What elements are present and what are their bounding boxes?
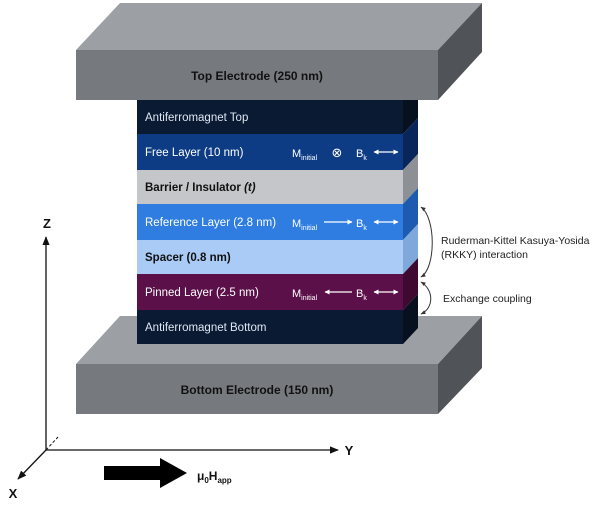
x-axis bbox=[17, 449, 47, 480]
rkky-label-line1: Ruderman-Kittel Kasuya-Yosida bbox=[441, 235, 590, 247]
reference-layer bbox=[137, 204, 403, 240]
y-axis-label: Y bbox=[345, 443, 354, 458]
applied-field-label: μ0Happ bbox=[197, 469, 232, 485]
bottom-electrode-side-face bbox=[438, 316, 482, 414]
spacer-layer bbox=[137, 240, 403, 274]
pinned-layer-label: Pinned Layer (2.5 nm) bbox=[145, 287, 259, 299]
pinned-b-k: Bk bbox=[356, 288, 367, 302]
pinned-layer-side bbox=[403, 258, 418, 310]
reference-layer-label: Reference Layer (2.8 nm) bbox=[145, 217, 276, 229]
coordinate-axes: Z Y X bbox=[9, 216, 354, 501]
rkky-curved-arrow-icon bbox=[420, 206, 433, 278]
x-axis-label: X bbox=[9, 486, 18, 501]
afm-bottom-side bbox=[403, 294, 418, 344]
reference-layer-side bbox=[403, 188, 418, 240]
bottom-electrode-label: Bottom Electrode (150 nm) bbox=[181, 383, 334, 397]
pinned-layer bbox=[137, 274, 403, 310]
free-layer-label: Free Layer (10 nm) bbox=[145, 147, 244, 159]
top-electrode-label: Top Electrode (250 nm) bbox=[191, 69, 323, 83]
barrier-label: Barrier / Insulator (t) bbox=[145, 182, 256, 194]
top-electrode-front-face bbox=[76, 50, 438, 100]
barrier-side bbox=[403, 154, 418, 204]
z-axis-label: Z bbox=[43, 216, 51, 231]
free-layer-magnetization: Minitial ⊗ Bk bbox=[292, 145, 399, 162]
barrier-label-main: Barrier / Insulator bbox=[145, 182, 244, 194]
barrier-label-t: (t) bbox=[244, 182, 256, 194]
reference-m-initial: Minitial bbox=[292, 218, 318, 232]
reference-layer-magnetization: Minitial Bk bbox=[292, 218, 399, 232]
free-m-initial: Minitial bbox=[292, 148, 318, 162]
top-electrode-side-face bbox=[438, 3, 482, 100]
reference-b-k: Bk bbox=[356, 218, 367, 232]
into-page-icon: ⊗ bbox=[332, 145, 343, 160]
exchange-coupling-label: Exchange coupling bbox=[443, 293, 532, 305]
top-electrode: Top Electrode (250 nm) bbox=[76, 3, 482, 100]
exchange-curved-arrow-icon bbox=[420, 281, 432, 315]
afm-top-label: Antiferromagnet Top bbox=[145, 112, 248, 124]
coupling-annotations: Ruderman-Kittel Kasuya-Yosida (RKKY) int… bbox=[420, 206, 590, 315]
afm-top-layer bbox=[137, 100, 403, 134]
afm-bottom-layer bbox=[137, 310, 403, 344]
free-b-k: Bk bbox=[356, 148, 367, 162]
barrier-layer bbox=[137, 170, 403, 204]
pinned-layer-magnetization: Minitial Bk bbox=[292, 288, 399, 302]
applied-field-arrow-icon bbox=[104, 458, 187, 488]
spacer-side bbox=[403, 224, 418, 274]
free-layer bbox=[137, 134, 403, 170]
layer-stack: Antiferromagnet Top Free Layer (10 nm) B… bbox=[137, 84, 418, 344]
bottom-electrode-front-face bbox=[76, 364, 438, 414]
free-layer-side bbox=[403, 118, 418, 170]
spacer-label: Spacer (0.8 nm) bbox=[145, 252, 231, 264]
top-electrode-top-face bbox=[76, 3, 482, 50]
x-axis-dashed-extension bbox=[45, 436, 59, 451]
rkky-label-line2: (RKKY) interaction bbox=[441, 249, 528, 261]
applied-field: μ0Happ bbox=[104, 458, 232, 488]
afm-bottom-label: Antiferromagnet Bottom bbox=[145, 322, 266, 334]
pinned-m-initial: Minitial bbox=[292, 288, 318, 302]
